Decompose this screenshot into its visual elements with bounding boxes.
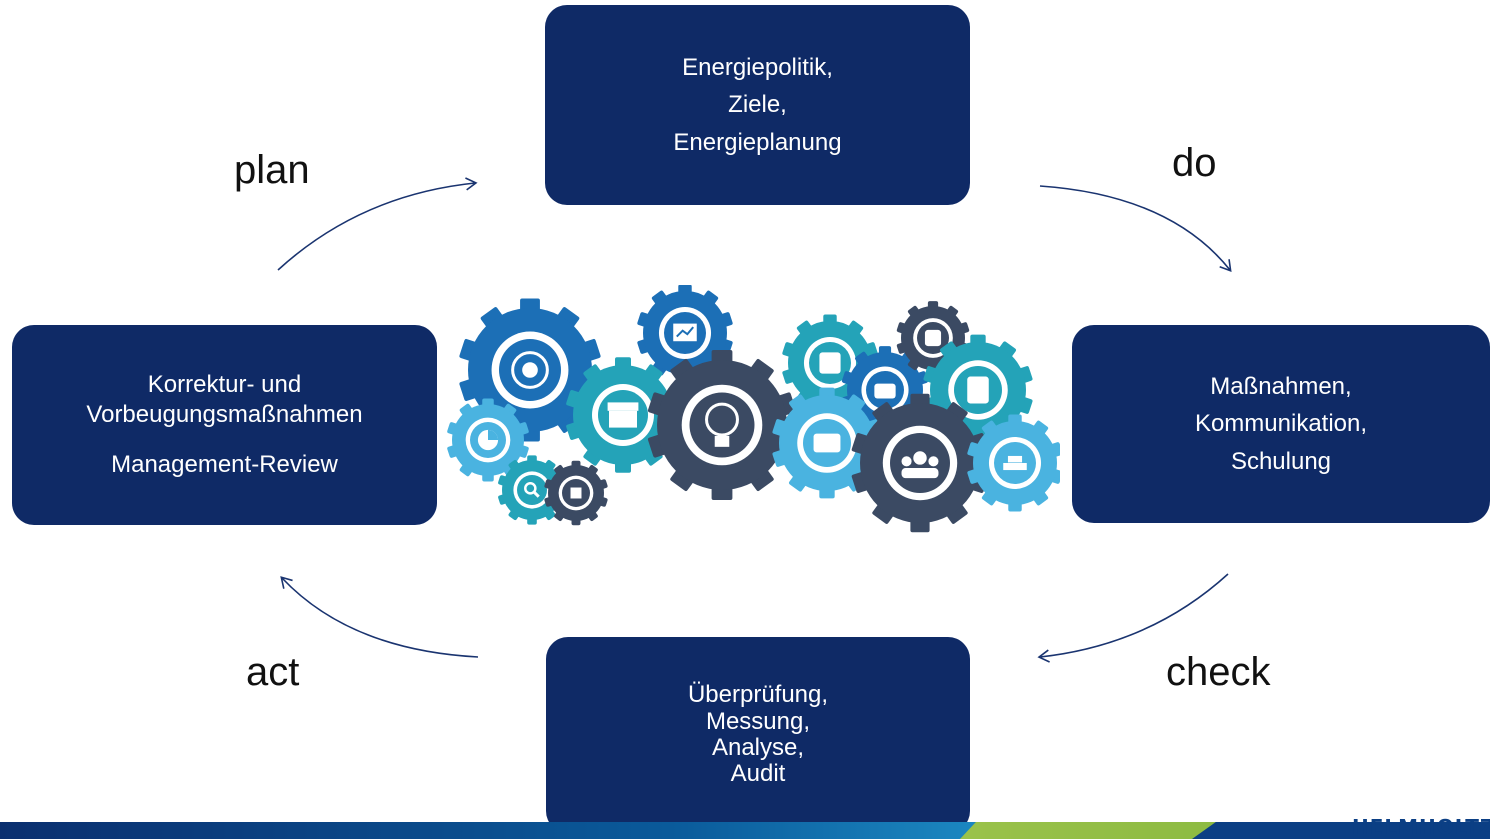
box-right-line-3: Schulung	[1230, 447, 1332, 475]
helmholtz-logo: HELMHOLTZ	[1352, 815, 1490, 839]
arrow-check	[1037, 573, 1229, 663]
lightbulb-gear	[647, 349, 797, 501]
calendar-icon	[819, 352, 841, 374]
gold-gear	[967, 414, 1060, 512]
pie-chart-gear	[447, 398, 529, 482]
phase-label-plan: plan	[234, 148, 310, 192]
arrow-do	[1039, 185, 1232, 272]
bar-chart-icon	[924, 329, 942, 347]
box-top-line-3: Energieplanung	[673, 128, 842, 156]
arrow-act	[280, 576, 479, 658]
credit-card-icon	[813, 433, 841, 453]
box-act-corrections: Korrektur- und Vorbeugungsmaßnahmen Mana…	[12, 325, 437, 525]
clipboard-icon	[967, 376, 989, 404]
box-left-line-2: Vorbeugungsmaßnahmen	[86, 401, 363, 428]
puzzle-icon	[570, 487, 582, 499]
shop-icon	[607, 402, 639, 428]
box-left-line-1: Korrektur- und	[147, 371, 302, 398]
box-right-line-1: Maßnahmen,	[1210, 373, 1352, 401]
briefcase-gear	[841, 346, 929, 434]
phase-label-check: check	[1166, 650, 1271, 694]
gold-icon	[1003, 455, 1027, 471]
phase-label-act: act	[246, 650, 300, 694]
lightbulb-icon	[705, 402, 739, 447]
box-right-line-2: Kommunikation,	[1194, 410, 1368, 438]
box-do-measures: Maßnahmen, Kommunikation, Schulung	[1072, 325, 1490, 523]
box-bottom-line-2: Messung,	[705, 707, 811, 735]
pie-chart-icon	[477, 429, 499, 451]
box-left-line-3: Management-Review	[111, 451, 338, 478]
target-gear	[459, 298, 601, 442]
box-plan-energy-policy: Energiepolitik, Ziele, Energieplanung	[545, 5, 970, 205]
search-icon	[524, 482, 540, 498]
box-bottom-line-1: Überprüfung,	[687, 681, 829, 709]
target-icon	[511, 351, 549, 389]
arrow-plan	[277, 177, 478, 271]
box-bottom-line-3: Analyse,	[711, 734, 805, 761]
puzzle-gear	[544, 460, 608, 526]
box-bottom-line-4: Audit	[730, 760, 786, 788]
box-top-line-2: Ziele,	[728, 91, 787, 119]
team-icon	[901, 451, 939, 479]
gears-illustration	[447, 285, 1060, 533]
footer-blue-stripe	[1192, 822, 1490, 839]
briefcase-icon	[874, 383, 896, 399]
shop-gear	[566, 357, 680, 473]
box-top-line-1: Energiepolitik,	[682, 54, 833, 82]
phase-label-do: do	[1172, 141, 1217, 185]
chart-icon	[673, 323, 697, 342]
box-check-review: Überprüfung, Messung, Analyse, Audit	[546, 637, 970, 833]
